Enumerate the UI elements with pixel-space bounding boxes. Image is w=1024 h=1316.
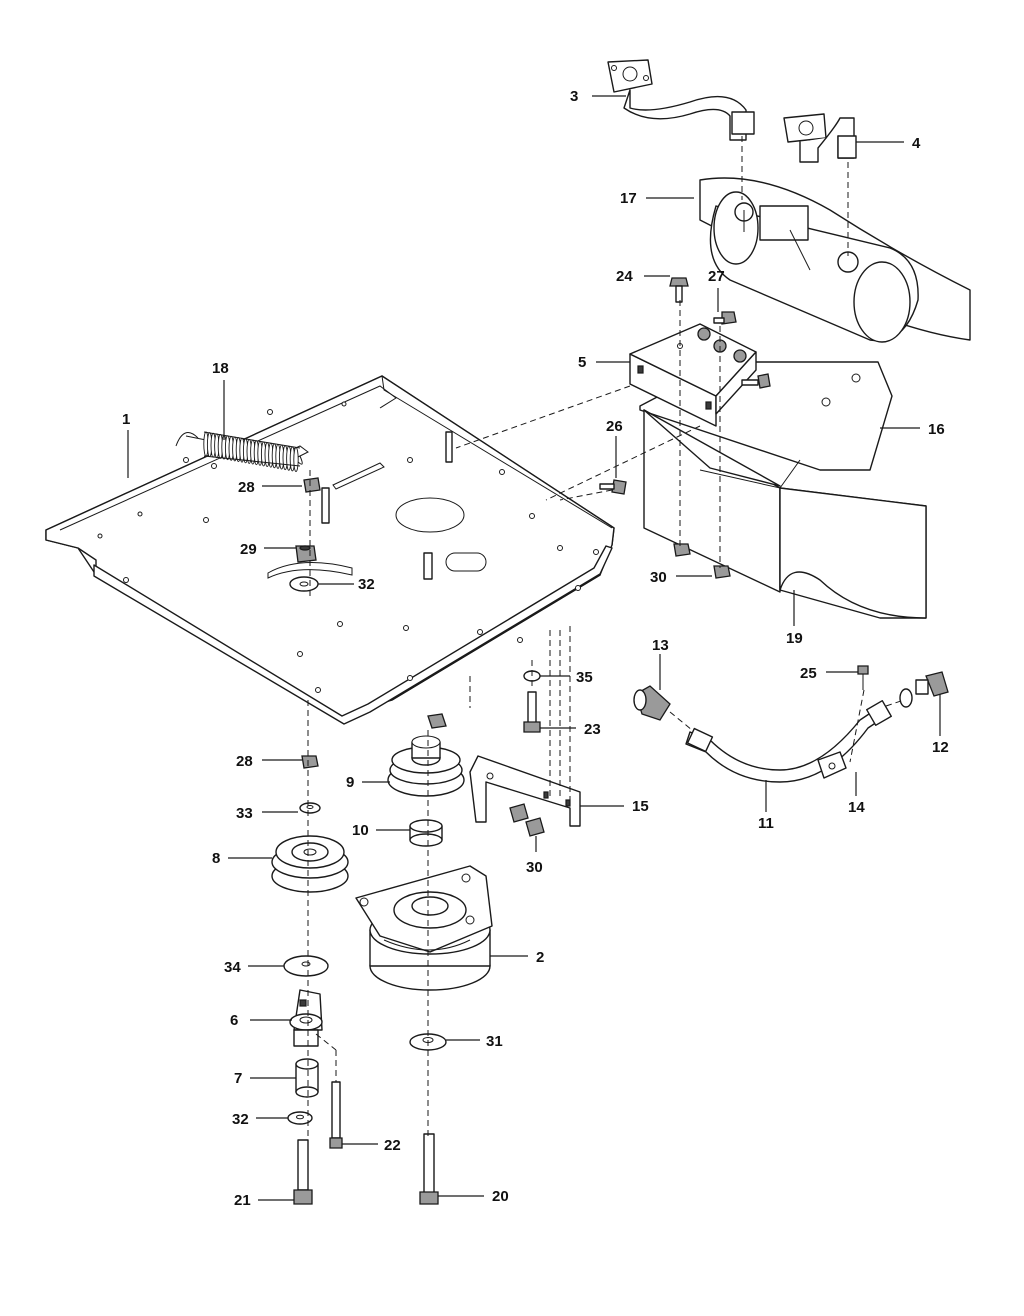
callout-24: 24 [616,268,633,285]
callout-14: 14 [848,799,865,816]
bolt-right-housing [741,373,771,389]
callout-19: 19 [786,630,803,647]
callout-13: 13 [652,637,669,654]
callout-34: 34 [224,959,241,976]
callout-4: 4 [912,135,921,152]
washer-part-32-upper [289,576,319,592]
callout-22: 22 [384,1137,401,1154]
callout-18: 18 [212,360,229,377]
deck-plate-part-1 [45,375,615,725]
callout-8: 8 [212,850,220,867]
electric-clutch-part-2 [355,865,493,991]
callout-29: 29 [240,541,257,558]
callout-32-lower: 32 [232,1111,249,1128]
bolt-part-24 [669,277,689,303]
callout-23: 23 [584,721,601,738]
clamp-part-14 [817,751,847,779]
callout-35: 35 [576,669,593,686]
idler-arm-part-6 [289,989,323,1047]
callout-7: 7 [234,1070,242,1087]
callout-26: 26 [606,418,623,435]
mounting-bracket-part-5 [629,323,757,427]
bushing-part-7 [295,1058,319,1098]
callout-9: 9 [346,774,354,791]
fitting-part-12 [899,671,949,708]
nut-under-deck [427,713,447,729]
nut-part-28-lower [301,755,319,769]
callout-25: 25 [800,665,817,682]
callout-11: 11 [758,815,774,832]
callout-28-upper: 28 [238,479,255,496]
callout-12: 12 [932,739,949,756]
callout-20: 20 [492,1188,509,1205]
bolt-part-22 [329,1081,343,1149]
nut-part-30-lower [509,803,545,837]
tension-spring-part-18 [175,431,303,472]
fitting-part-13 [633,685,671,721]
nut-part-28-upper [303,477,321,493]
muffler-part-17 [699,177,971,343]
nut-part-29 [295,545,317,563]
exhaust-elbow-part-4 [783,113,857,163]
callout-5: 5 [578,354,586,371]
assembly-lines [307,136,905,1140]
callout-28-lower: 28 [236,753,253,770]
callout-15: 15 [632,798,649,815]
callout-6: 6 [230,1012,238,1029]
clutch-bracket-part-15 [469,755,581,827]
callout-32-upper: 32 [358,576,375,593]
callout-10: 10 [352,822,369,839]
idler-pulley-part-8 [271,835,349,893]
callout-33: 33 [236,805,253,822]
screw-part-25 [857,665,869,690]
washer-part-33 [299,802,321,814]
callout-labels: 1 2 3 4 5 6 7 8 9 10 11 12 13 [122,88,949,1209]
washer-part-34 [283,955,329,977]
spring-coil [293,447,299,472]
callout-16: 16 [928,421,945,438]
callout-31: 31 [486,1033,503,1050]
callout-2: 2 [536,949,544,966]
callout-30-upper: 30 [650,569,667,586]
deflector-part-19 [643,409,927,619]
bolt-part-23 [523,691,541,733]
bolt-part-26 [599,479,627,495]
spacer-part-10 [409,819,443,847]
callout-17: 17 [620,190,637,207]
callout-3: 3 [570,88,578,105]
pulley-part-9 [387,735,465,797]
bolt-part-21 [293,1139,313,1205]
callout-21: 21 [234,1192,251,1209]
bolt-part-27 [713,311,737,325]
callout-30-lower: 30 [526,859,543,876]
callout-27: 27 [708,268,725,285]
nut-part-30-upper [673,543,731,579]
hose-part-11 [685,700,892,783]
bolt-part-20 [419,1133,439,1205]
exhaust-pipe-part-3 [607,59,755,141]
callout-1: 1 [122,411,130,428]
